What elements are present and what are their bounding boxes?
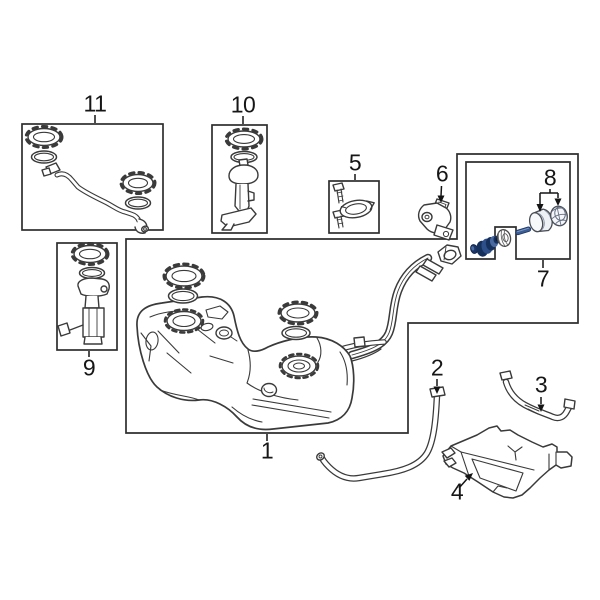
arrowhead-2 bbox=[433, 386, 441, 394]
o-ring bbox=[167, 288, 199, 304]
tank-strap bbox=[316, 386, 446, 482]
lock-ring bbox=[224, 127, 264, 151]
tank-port bbox=[215, 326, 238, 342]
frame-part-11 bbox=[21, 123, 164, 231]
arrowhead-3 bbox=[537, 404, 545, 412]
callout-11: 11 bbox=[83, 90, 107, 117]
lock-ring bbox=[119, 171, 157, 195]
fuel-tank bbox=[136, 295, 355, 431]
callout-7: 7 bbox=[536, 265, 550, 292]
o-ring bbox=[30, 150, 58, 164]
o-ring bbox=[281, 325, 311, 341]
frame-part-9 bbox=[56, 242, 118, 351]
ratchet-cap bbox=[550, 205, 568, 227]
leader-4 bbox=[458, 478, 468, 489]
arrowhead-8-right bbox=[554, 198, 562, 206]
filler-pipe-holder bbox=[417, 198, 454, 241]
frame-part-1 bbox=[125, 153, 579, 434]
callout-5: 5 bbox=[348, 149, 362, 176]
tank-guard bbox=[441, 425, 573, 499]
leader-8-bracket bbox=[539, 189, 559, 204]
gasket-plate bbox=[339, 199, 375, 219]
filler-cap bbox=[528, 208, 553, 233]
frame-part-10 bbox=[211, 124, 268, 234]
o-ring bbox=[124, 196, 152, 210]
frame-part-7 bbox=[465, 161, 571, 260]
callout-9: 9 bbox=[82, 354, 96, 381]
lock-ring bbox=[162, 262, 206, 290]
mounting-bolt bbox=[332, 182, 345, 204]
tank-opening-flange bbox=[278, 352, 320, 380]
seal-o-ring-highlighted bbox=[470, 244, 478, 254]
lock-ring bbox=[277, 300, 319, 326]
lock-ring bbox=[24, 125, 64, 149]
callout-4: 4 bbox=[450, 478, 464, 505]
fuel-vent-tube bbox=[41, 162, 150, 234]
o-ring bbox=[78, 266, 106, 280]
tank-port bbox=[260, 382, 278, 398]
strap-bracket bbox=[499, 370, 576, 422]
fuel-level-sending-unit bbox=[220, 158, 259, 231]
leader-lines bbox=[88, 115, 559, 489]
callout-6: 6 bbox=[435, 160, 449, 187]
callout-1: 1 bbox=[260, 437, 274, 464]
tank-opening-flange bbox=[163, 308, 205, 334]
callout-10: 10 bbox=[230, 91, 256, 118]
callout-2: 2 bbox=[430, 354, 444, 381]
callout-3: 3 bbox=[534, 371, 548, 398]
callout-8: 8 bbox=[543, 164, 557, 191]
frame-part-5 bbox=[328, 180, 380, 234]
arrowhead-8-left bbox=[536, 204, 544, 212]
spring-pin-highlighted bbox=[515, 226, 532, 236]
fuel-filler-pipe bbox=[347, 244, 462, 362]
fuel-pump-module bbox=[57, 277, 110, 345]
arrowhead-4 bbox=[464, 473, 473, 481]
arrowheads bbox=[433, 195, 562, 481]
lock-ring bbox=[70, 242, 110, 266]
coil-seal bbox=[496, 229, 512, 247]
callout-frames bbox=[21, 123, 579, 434]
arrowhead-6 bbox=[437, 195, 445, 203]
leader-6 bbox=[440, 185, 443, 197]
